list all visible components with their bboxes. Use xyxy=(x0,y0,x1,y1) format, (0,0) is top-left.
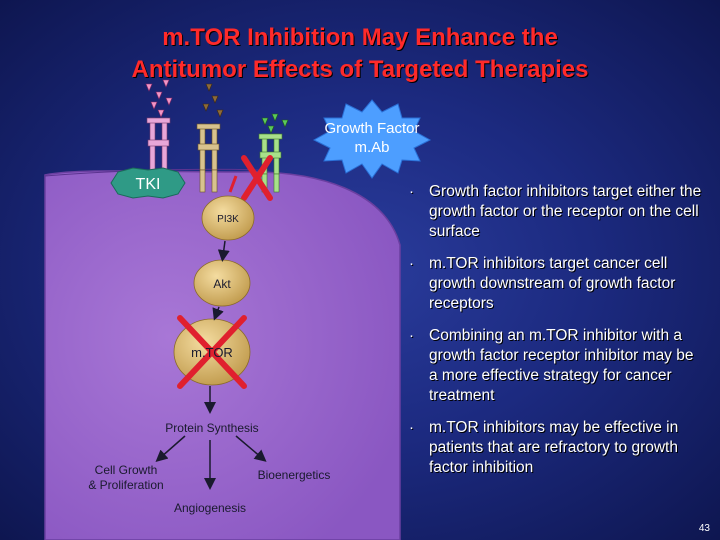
slide-title-line-2: Antitumor Effects of Targeted Therapies xyxy=(131,56,589,83)
angiogenesis-label: Angiogenesis xyxy=(174,501,246,515)
bullet-text: Combining an m.TOR inhibitor with a grow… xyxy=(429,327,694,404)
slide-title: m.TOR Inhibition May Enhance the Antitum… xyxy=(0,22,720,86)
receptor-tan xyxy=(196,123,221,193)
bullet-marker: · xyxy=(409,183,414,200)
tki-badge xyxy=(110,167,186,199)
ligand-brown xyxy=(202,83,224,118)
bullet-text: m.TOR inhibitors target cancer cell grow… xyxy=(429,255,676,312)
growth-factor-mab-starburst xyxy=(312,99,432,179)
bullet-item: · m.TOR inhibitors target cancer cell gro… xyxy=(405,254,705,314)
bullet-item: · Combining an m.TOR inhibitor with a gro… xyxy=(405,326,705,406)
bullet-marker: · xyxy=(409,327,414,344)
tki-inhibition-mark xyxy=(228,175,238,193)
protein-synthesis-label: Protein Synthesis xyxy=(165,421,258,435)
mtor-label: m.TOR xyxy=(191,345,233,360)
slide-title-line-1: m.TOR Inhibition May Enhance the xyxy=(162,24,558,51)
cell-growth-label-line-1: Cell Growth xyxy=(95,463,158,477)
akt-label: Akt xyxy=(213,277,231,291)
mtor-inhibition-x xyxy=(177,315,247,389)
pathway-arrows xyxy=(155,240,267,490)
mab-inhibition-x xyxy=(241,155,273,201)
ligand-green xyxy=(261,113,289,134)
growth-factor-mab-label-line-1: Growth Factor xyxy=(324,120,419,137)
growth-factor-mab-label-line-2: m.Ab xyxy=(354,139,389,156)
ligand-pink xyxy=(145,79,173,118)
bullet-marker: · xyxy=(409,419,414,436)
bullet-item: · m.TOR inhibitors may be effective in pa… xyxy=(405,418,705,478)
pi3k-node xyxy=(201,195,255,241)
bioenergetics-label: Bioenergetics xyxy=(258,468,331,482)
cell-growth-label-line-2: & Proliferation xyxy=(88,478,163,492)
bullet-list: · Growth factor inhibitors target either … xyxy=(405,182,705,490)
bullet-item: · Growth factor inhibitors target either … xyxy=(405,182,705,242)
bullet-text: Growth factor inhibitors target either t… xyxy=(429,183,702,240)
bullet-marker: · xyxy=(409,255,414,272)
page-number: 43 xyxy=(698,523,710,534)
bullet-text: m.TOR inhibitors may be effective in pat… xyxy=(429,419,679,476)
tki-label: TKI xyxy=(136,176,161,193)
pi3k-label: PI3K xyxy=(217,214,239,225)
